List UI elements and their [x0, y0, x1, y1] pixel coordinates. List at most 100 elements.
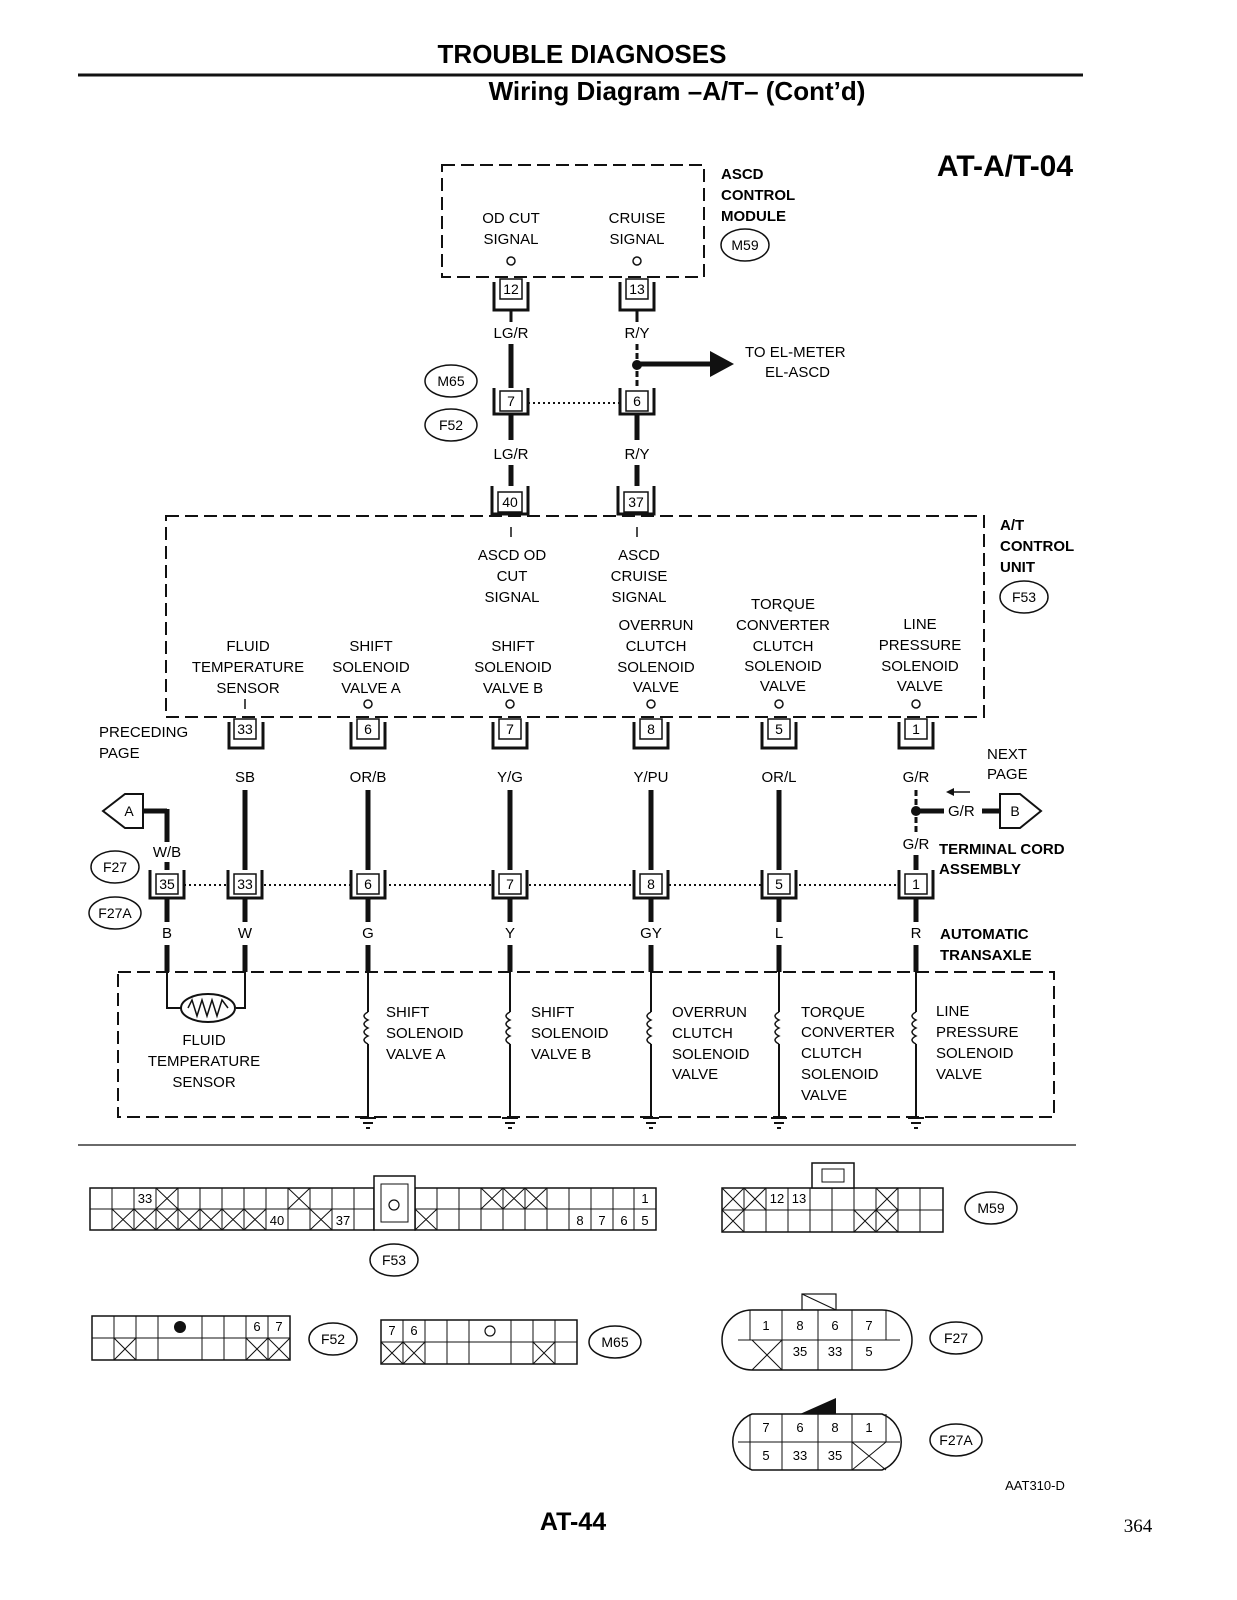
svg-text:8: 8: [647, 876, 655, 892]
svg-text:37: 37: [628, 494, 644, 510]
svg-text:7: 7: [506, 721, 514, 737]
connector-face-m65: 7 6: [380, 1319, 578, 1365]
wire-color: OR/L: [761, 769, 796, 786]
solenoid-label: SOLENOID: [672, 1046, 750, 1063]
svg-text:33: 33: [138, 1191, 152, 1206]
ascd-od-cut-label-1: OD CUT: [482, 210, 540, 227]
cord-terminal-8: 8: [632, 870, 670, 900]
terminal-cord-name-2: ASSEMBLY: [939, 861, 1021, 878]
terminal-1: 1: [897, 718, 935, 750]
connector-tag-f52-face: F52: [308, 1322, 358, 1356]
ecu-pin-label: CONVERTER: [736, 617, 830, 634]
svg-text:40: 40: [502, 494, 518, 510]
solenoid-coil-icon: [360, 972, 376, 1129]
branch-note-1: TO EL-METER: [745, 344, 846, 361]
ecu-pin-label: LINE: [903, 616, 936, 633]
resistor-zigzag: [187, 997, 229, 1019]
svg-text:7: 7: [762, 1420, 769, 1435]
ascd-cruise-input-3: SIGNAL: [611, 589, 666, 606]
ascd-od-cut-input-3: SIGNAL: [484, 589, 539, 606]
page-title: TROUBLE DIAGNOSES: [438, 39, 727, 69]
next-page-label-2: PAGE: [987, 766, 1028, 783]
connector-tag-f27-face: F27: [929, 1321, 983, 1355]
transaxle-box: [117, 971, 1055, 1118]
svg-text:13: 13: [792, 1191, 806, 1206]
svg-text:12: 12: [503, 281, 519, 297]
svg-text:7: 7: [865, 1318, 872, 1333]
wire-color-lg-r-2: LG/R: [493, 446, 528, 463]
solenoid-label: SOLENOID: [801, 1066, 879, 1083]
ascd-cruise-label-2: SIGNAL: [609, 231, 664, 248]
cord-terminal-35: 35: [148, 870, 186, 900]
terminal-40: 40: [490, 486, 530, 516]
connector-face-f27a: 7 6 8 1 5 33 35: [732, 1398, 902, 1471]
pin-marker: [505, 699, 515, 709]
solenoid-label: LINE: [936, 1003, 969, 1020]
svg-text:7: 7: [275, 1319, 282, 1334]
sensor-label-3: SENSOR: [172, 1074, 236, 1091]
terminal-5: 5: [760, 718, 798, 750]
wire-color: G/R: [903, 769, 930, 786]
ecu-pin-label: TORQUE: [751, 596, 815, 613]
wire-color: Y/G: [497, 769, 523, 786]
solenoid-label: VALVE: [936, 1066, 982, 1083]
terminal-7: 7: [491, 718, 529, 750]
svg-text:40: 40: [270, 1213, 284, 1228]
next-page-label-1: NEXT: [987, 746, 1027, 763]
solenoid-label: TORQUE: [801, 1004, 865, 1021]
ecu-pin-label: SOLENOID: [332, 659, 410, 676]
ecu-pin-label: VALVE: [760, 678, 806, 695]
svg-text:5: 5: [762, 1448, 769, 1463]
wire-color: L: [775, 925, 783, 942]
ecu-pin-label: FLUID: [226, 638, 270, 655]
svg-text:33: 33: [793, 1448, 807, 1463]
ascd-od-cut-input-2: CUT: [497, 568, 528, 585]
svg-text:8: 8: [647, 721, 655, 737]
ecu-pin-label: TEMPERATURE: [192, 659, 304, 676]
svg-text:F52: F52: [321, 1331, 345, 1347]
svg-text:5: 5: [865, 1344, 872, 1359]
connector-tag-m65-face: M65: [588, 1325, 642, 1359]
preceding-page-label-1: PRECEDING: [99, 724, 188, 741]
svg-text:1: 1: [762, 1318, 769, 1333]
solenoid-label: SOLENOID: [936, 1045, 1014, 1062]
wire-color: B: [162, 925, 172, 942]
connector-tag-m59: M59: [720, 228, 770, 262]
ecu-pin-label: SOLENOID: [617, 659, 695, 676]
svg-text:6: 6: [410, 1323, 417, 1338]
cord-terminal-7: 7: [491, 870, 529, 900]
svg-text:M59: M59: [731, 237, 758, 253]
ecu-pin-label: VALVE: [633, 679, 679, 696]
svg-text:6: 6: [620, 1213, 627, 1228]
svg-text:6: 6: [364, 721, 372, 737]
svg-text:F27A: F27A: [939, 1432, 973, 1448]
wire-color: Y/PU: [633, 769, 668, 786]
ecu-pin-label: SENSOR: [216, 680, 280, 697]
svg-text:8: 8: [796, 1318, 803, 1333]
solenoid-label: CLUTCH: [672, 1025, 733, 1042]
page-subtitle: Wiring Diagram –A/T– (Cont’d): [489, 76, 866, 106]
ecu-pin-label: SOLENOID: [881, 658, 959, 675]
wire-color-r-y-2: R/Y: [624, 446, 649, 463]
svg-text:6: 6: [796, 1420, 803, 1435]
solenoid-coil-icon: [502, 972, 518, 1129]
ecu-pin-label: SOLENOID: [474, 659, 552, 676]
svg-text:37: 37: [336, 1213, 350, 1228]
at-unit-name-2: CONTROL: [1000, 538, 1074, 555]
svg-text:B: B: [1010, 803, 1019, 819]
solenoid-coil-icon: [643, 972, 659, 1129]
diagram-id: AT-A/T-04: [937, 150, 1073, 183]
svg-text:13: 13: [629, 281, 645, 297]
solenoid-label: VALVE A: [386, 1046, 445, 1063]
solenoid-coil-icon: [908, 972, 924, 1129]
next-page-ref-b: B: [999, 793, 1043, 829]
preceding-page-ref-a: A: [101, 793, 144, 829]
ecu-pin-label: SHIFT: [491, 638, 534, 655]
connector-tag-f27a-face: F27A: [929, 1423, 983, 1457]
svg-text:35: 35: [828, 1448, 842, 1463]
ecu-pin-label: SHIFT: [349, 638, 392, 655]
svg-text:1: 1: [641, 1191, 648, 1206]
transaxle-name-2: TRANSAXLE: [940, 947, 1032, 964]
terminal-6: 6: [618, 388, 656, 416]
